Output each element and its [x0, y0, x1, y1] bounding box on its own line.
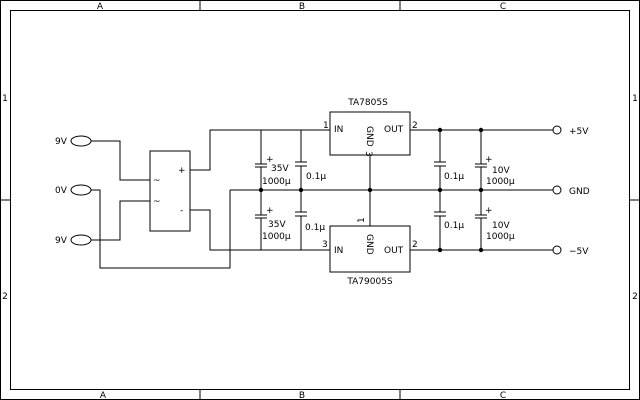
- regulator-body: [329, 111, 411, 156]
- output-terminals: +5V GND −5V: [552, 125, 590, 257]
- input-label-middle: 0V: [55, 186, 68, 196]
- input-label-top: 9V: [55, 137, 68, 147]
- polarity-plus: +: [485, 155, 493, 165]
- regulator-name: TA79005S: [346, 277, 393, 287]
- regulator-out-label: OUT: [384, 246, 404, 256]
- junction-dot: [478, 247, 484, 253]
- capacitor-value: 1000µ: [486, 232, 515, 242]
- capacitor-c1: + 35V 1000µ: [255, 130, 291, 190]
- polarity-plus: +: [485, 206, 493, 216]
- bridge-minus: -: [180, 206, 183, 216]
- capacitor-c7: 0.1µ: [434, 190, 464, 250]
- pin-2: 2: [412, 121, 418, 131]
- regulator-name: TA7805S: [347, 98, 388, 108]
- junctions: [258, 127, 484, 253]
- polarity-plus: +: [266, 206, 274, 216]
- output-label-gnd: GND: [569, 187, 590, 197]
- junction-dot: [437, 187, 443, 193]
- junction-dot: [258, 187, 264, 193]
- grid-label-col-b-top: B: [299, 2, 305, 12]
- capacitor-voltage: 10V: [492, 166, 510, 176]
- bridge-rectifier: ~ ~ + -: [149, 150, 191, 232]
- junction-dot: [437, 247, 443, 253]
- pin-3: 3: [363, 151, 373, 157]
- grid-label-row-2-right: 2: [632, 292, 638, 302]
- grid-label-row-2-left: 2: [2, 292, 8, 302]
- capacitor-value: 1000µ: [486, 177, 515, 187]
- junction-dot: [367, 187, 373, 193]
- pin-1: 1: [323, 121, 329, 131]
- wire-neg-in: [190, 209, 330, 251]
- regulator-in-label: IN: [334, 125, 343, 135]
- wire: [91, 189, 231, 269]
- input-terminal-middle: [70, 184, 92, 196]
- wire-pos-in: [190, 129, 330, 171]
- capacitor-value: 1000µ: [262, 177, 291, 187]
- regulator-positive: TA7805S IN OUT GND 1 2 3: [323, 98, 418, 157]
- capacitor-c5: 0.1µ: [434, 130, 464, 190]
- input-label-bottom: 9V: [55, 236, 68, 246]
- capacitor-value: 0.1µ: [444, 221, 464, 231]
- capacitor-value: 0.1µ: [305, 223, 325, 233]
- input-terminals: 9V 0V 9V: [55, 135, 92, 246]
- bridge-ac-2: ~: [153, 197, 161, 207]
- input-terminal-top: [70, 135, 92, 147]
- bridge-body: [149, 150, 191, 232]
- bridge-ac-1: ~: [153, 176, 161, 186]
- grid-label-col-c-top: C: [500, 2, 506, 12]
- wire: [91, 140, 150, 181]
- output-label-pos: +5V: [569, 127, 589, 137]
- grid-label-col-b-bottom: B: [299, 391, 305, 400]
- regulator-negative: TA79005S IN OUT GND 1 2 3: [322, 217, 418, 287]
- regulator-gnd-label: GND: [364, 234, 374, 255]
- regulator-body: [329, 225, 411, 273]
- junction-dot: [298, 187, 304, 193]
- capacitor-voltage: 10V: [492, 221, 510, 231]
- output-terminal-gnd: [552, 185, 562, 195]
- pin-2: 2: [412, 240, 418, 250]
- junction-dot: [478, 187, 484, 193]
- capacitor-value: 1000µ: [262, 232, 291, 242]
- pin-1: 1: [357, 217, 367, 223]
- capacitor-value: 0.1µ: [444, 172, 464, 182]
- polarity-plus: +: [266, 155, 274, 165]
- junction-dot: [478, 127, 484, 133]
- output-terminal-neg: [552, 245, 562, 255]
- inner-frame: [10, 10, 630, 390]
- capacitor-value: 0.1µ: [306, 172, 326, 182]
- regulator-gnd-label: GND: [364, 126, 374, 147]
- capacitor-voltage: 35V: [268, 220, 286, 230]
- grid-label-col-c-bottom: C: [500, 391, 506, 400]
- grid-label-row-1-right: 1: [632, 94, 638, 104]
- bridge-plus: +: [178, 166, 186, 176]
- capacitor-c6: + 10V 1000µ: [475, 130, 515, 190]
- capacitor-c4: 0.1µ: [295, 190, 325, 250]
- capacitor-c2: 0.1µ: [295, 130, 326, 190]
- input-wiring: [91, 140, 231, 269]
- grid-label-col-a-top: A: [97, 2, 104, 12]
- output-terminal-pos: [552, 125, 562, 135]
- grid-label-row-1-left: 1: [2, 94, 8, 104]
- grid-label-col-a-bottom: A: [100, 391, 107, 400]
- wire: [91, 200, 150, 241]
- output-label-neg: −5V: [569, 247, 589, 257]
- regulator-in-label: IN: [334, 246, 343, 256]
- pin-3: 3: [322, 240, 328, 250]
- capacitor-voltage: 35V: [271, 164, 289, 174]
- regulator-out-label: OUT: [384, 125, 404, 135]
- input-terminal-bottom: [70, 234, 92, 246]
- capacitor-c3: + 35V 1000µ: [255, 190, 291, 250]
- capacitor-c8: + 10V 1000µ: [475, 190, 515, 250]
- junction-dot: [437, 127, 443, 133]
